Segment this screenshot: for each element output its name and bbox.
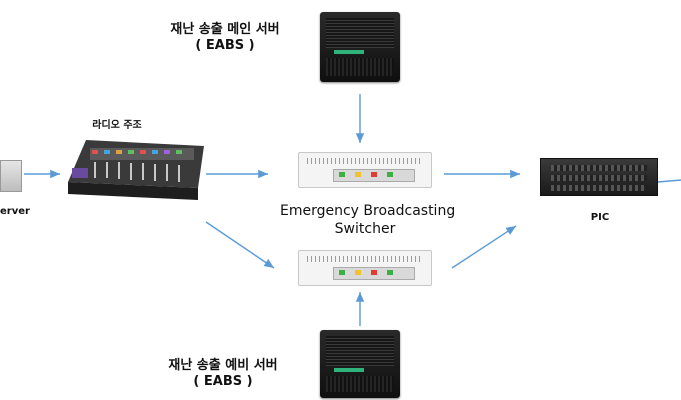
radio-console-mixer-icon xyxy=(68,140,204,200)
backup-server-label: 재난 송출 예비 서버 ( EABS ) xyxy=(168,358,278,389)
radio-console-label: 라디오 주조 xyxy=(92,120,142,131)
pic-device-icon xyxy=(540,158,658,196)
pic-label: PIC xyxy=(590,212,610,223)
switcher-main-device xyxy=(298,152,432,188)
switcher-label: Emergency Broadcasting Switcher xyxy=(280,203,456,237)
left-server-device-icon xyxy=(0,160,22,192)
switcher-backup-device xyxy=(298,250,432,286)
main-server-label: 재난 송출 메인 서버 ( EABS ) xyxy=(170,22,280,53)
backup-server-icon xyxy=(320,330,400,398)
left-device-label: erver xyxy=(0,206,30,217)
arrow-console-to-switcher-backup xyxy=(205,221,275,269)
arrow-pic-to-right xyxy=(657,179,681,183)
main-server-icon xyxy=(320,12,400,82)
arrow-switcher-backup-to-pic xyxy=(451,225,517,269)
